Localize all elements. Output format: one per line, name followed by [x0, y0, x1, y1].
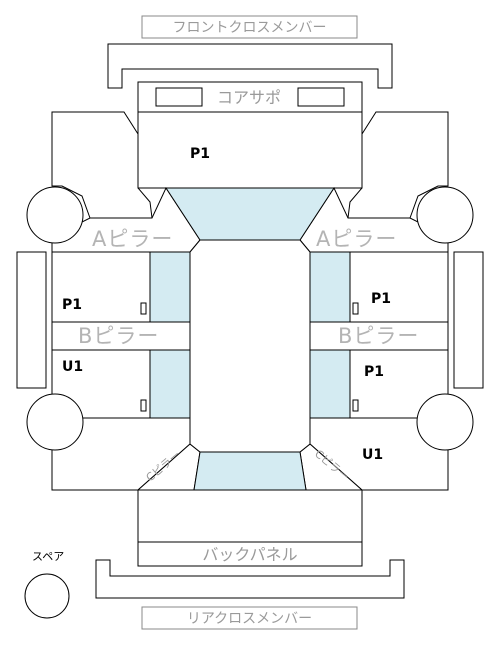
rear-right-tire[interactable]	[416, 393, 474, 451]
rear-right-door-handle	[352, 399, 359, 412]
rear-glass[interactable]	[193, 451, 307, 491]
back-panel-label: バックパネル	[202, 545, 297, 564]
front-left-tire[interactable]	[26, 186, 84, 244]
right-side-sill[interactable]	[453, 251, 484, 389]
rear-cross-member[interactable]: リアクロスメンバー	[141, 606, 358, 630]
hood-code: P1	[190, 146, 210, 162]
front-cross-member[interactable]: フロントクロスメンバー	[141, 15, 358, 39]
rear-right-window[interactable]	[309, 349, 351, 419]
back-panel[interactable]: バックパネル	[137, 541, 363, 567]
b-pillar-left[interactable]: Bピラー	[51, 321, 191, 351]
rear-cross-member-label: リアクロスメンバー	[187, 611, 312, 627]
rear-left-door-handle	[140, 399, 147, 412]
rear-right-door-code: P1	[364, 364, 384, 380]
a-pillar-left-label: Aピラー	[92, 227, 173, 251]
core-support-label: コアサポ	[217, 88, 281, 107]
front-bumper-bracket[interactable]	[107, 43, 393, 89]
front-left-window[interactable]	[149, 251, 191, 323]
rear-bumper-bracket[interactable]	[95, 559, 405, 599]
b-pillar-right-label: Bピラー	[338, 324, 419, 348]
spare-tire[interactable]	[24, 573, 70, 619]
spare-label: スペア	[32, 550, 64, 563]
rear-right-quarter-code: U1	[362, 447, 383, 463]
front-left-door-code: P1	[62, 297, 82, 313]
rear-left-tire[interactable]	[26, 393, 84, 451]
front-left-door-handle	[140, 302, 147, 315]
front-right-tire[interactable]	[416, 186, 474, 244]
b-pillar-left-label: Bピラー	[78, 324, 159, 348]
front-right-window[interactable]	[309, 251, 351, 323]
rear-left-window[interactable]	[149, 349, 191, 419]
b-pillar-right[interactable]: Bピラー	[309, 321, 449, 351]
front-cross-member-label: フロントクロスメンバー	[173, 20, 327, 36]
a-pillar-right-label: Aピラー	[316, 227, 397, 251]
trunk-lid[interactable]	[137, 489, 363, 543]
roof-panel[interactable]	[189, 239, 311, 453]
left-side-sill[interactable]	[16, 251, 47, 389]
front-right-door-code: P1	[371, 291, 391, 307]
core-support[interactable]: コアサポ	[137, 81, 363, 113]
hood-panel[interactable]	[137, 111, 363, 189]
rear-left-door-code: U1	[62, 359, 83, 375]
front-right-door-handle	[352, 302, 359, 315]
